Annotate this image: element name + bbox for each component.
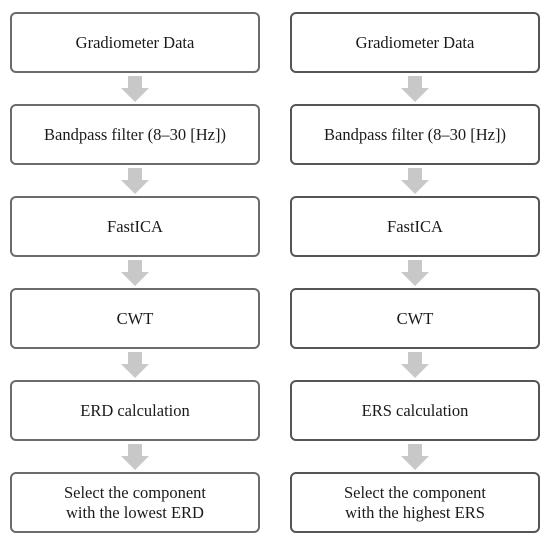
- down-arrow-icon: [121, 76, 149, 102]
- left-step-label: ERD calculation: [80, 400, 190, 420]
- down-arrow-icon: [401, 260, 429, 286]
- down-arrow-icon: [121, 352, 149, 378]
- right-step-cwt: CWT: [290, 288, 540, 349]
- right-step-label: CWT: [396, 308, 434, 328]
- right-step-label: Bandpass filter (8–30 [Hz]): [324, 124, 506, 144]
- right-step-label: Gradiometer Data: [355, 32, 475, 52]
- left-step-cwt: CWT: [10, 288, 260, 349]
- left-step-label: Gradiometer Data: [75, 32, 195, 52]
- left-step-label: CWT: [116, 308, 154, 328]
- left-step-label: Select the component with the lowest ERD: [63, 482, 207, 522]
- down-arrow-icon: [121, 444, 149, 470]
- left-step-bandpass-filter: Bandpass filter (8–30 [Hz]): [10, 104, 260, 165]
- left-step-label: Bandpass filter (8–30 [Hz]): [44, 124, 226, 144]
- left-step-select-lowest-erd: Select the component with the lowest ERD: [10, 472, 260, 533]
- left-step-fastica: FastICA: [10, 196, 260, 257]
- right-step-ers-calculation: ERS calculation: [290, 380, 540, 441]
- down-arrow-icon: [121, 260, 149, 286]
- down-arrow-icon: [401, 352, 429, 378]
- down-arrow-icon: [401, 76, 429, 102]
- left-step-gradiometer-data: Gradiometer Data: [10, 12, 260, 73]
- down-arrow-icon: [121, 168, 149, 194]
- left-step-label: FastICA: [107, 216, 163, 236]
- right-step-select-highest-ers: Select the component with the highest ER…: [290, 472, 540, 533]
- right-step-label: FastICA: [387, 216, 443, 236]
- left-step-erd-calculation: ERD calculation: [10, 380, 260, 441]
- right-step-bandpass-filter: Bandpass filter (8–30 [Hz]): [290, 104, 540, 165]
- down-arrow-icon: [401, 168, 429, 194]
- right-step-label: Select the component with the highest ER…: [343, 482, 487, 522]
- right-step-fastica: FastICA: [290, 196, 540, 257]
- right-step-label: ERS calculation: [361, 400, 469, 420]
- down-arrow-icon: [401, 444, 429, 470]
- right-step-gradiometer-data: Gradiometer Data: [290, 12, 540, 73]
